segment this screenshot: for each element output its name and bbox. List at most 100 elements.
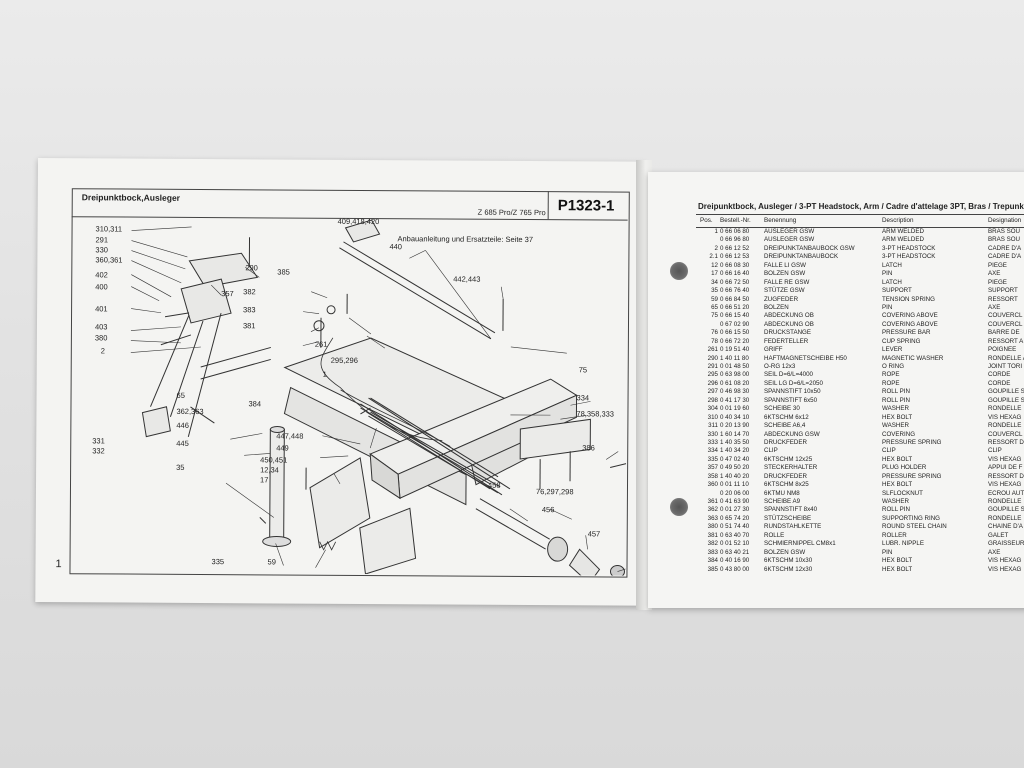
cell-pos: 290 bbox=[707, 354, 718, 362]
cell-order-number: 0 66 08 30 bbox=[720, 261, 750, 269]
cell-pos: 2 bbox=[714, 244, 718, 252]
callout: 59 bbox=[267, 557, 276, 567]
cell-description-en: COVERING ABOVE bbox=[882, 312, 938, 320]
cell-pos: 12 bbox=[711, 261, 718, 269]
cell-pos: 360 bbox=[707, 481, 718, 489]
cell-pos: 362 bbox=[707, 506, 718, 514]
cell-designation-fr: CADRE D'A bbox=[988, 244, 1022, 252]
callout: 381 bbox=[242, 321, 256, 331]
cell-description-en: PLUG HOLDER bbox=[882, 464, 927, 472]
cell-pos: 298 bbox=[707, 396, 718, 404]
table-row: 0 66 96 80 AUSLEGER GSW ARM WELDED BRAS SOU bbox=[696, 236, 1024, 244]
cell-order-number: 0 46 98 30 bbox=[720, 388, 750, 396]
cell-designation-fr: COUVERCL bbox=[988, 430, 1023, 438]
cell-order-number: 0 41 63 90 bbox=[720, 498, 750, 505]
cell-order-number: 0 66 76 40 bbox=[720, 287, 750, 295]
cell-order-number: 1 40 40 20 bbox=[720, 472, 750, 480]
cell-name-de: 6KTMU NM8 bbox=[764, 489, 800, 497]
cell-designation-fr: RESSORT bbox=[988, 295, 1018, 303]
cell-designation-fr: VIS HEXAG bbox=[988, 557, 1022, 565]
cell-designation-fr: CLIP bbox=[988, 447, 1002, 455]
cell-name-de: 6KTSCHM 12x25 bbox=[764, 455, 813, 463]
cell-description-en: ARM WELDED bbox=[882, 236, 924, 244]
cell-designation-fr: RONDELLE bbox=[988, 405, 1022, 413]
cell-pos: 75 bbox=[711, 312, 718, 320]
col-description-en: Description bbox=[882, 217, 914, 224]
cell-name-de: STÜTZSCHEIBE bbox=[764, 514, 812, 522]
cell-designation-fr: CORDE bbox=[988, 379, 1011, 387]
cell-name-de: AUSLEGER GSW bbox=[764, 236, 815, 244]
cell-description-en: COVERING ABOVE bbox=[882, 320, 938, 328]
callout: 445 bbox=[176, 438, 189, 448]
cell-pos: 380 bbox=[707, 523, 718, 531]
cell-description-en: ROLL PIN bbox=[882, 396, 910, 404]
cell-designation-fr: RONDELLE bbox=[988, 422, 1022, 430]
cell-pos: 295 bbox=[707, 371, 718, 379]
callout: 76,297,298 bbox=[535, 487, 574, 497]
callout: 447,448 bbox=[276, 431, 304, 441]
cell-pos: 385 bbox=[707, 565, 718, 573]
callout: 357 bbox=[221, 289, 234, 299]
cell-name-de: FALLE LI GSW bbox=[764, 261, 806, 269]
cell-name-de: SCHEIBE A9 bbox=[764, 498, 801, 505]
cell-order-number: 0 20 06 00 bbox=[720, 489, 750, 497]
cell-order-number: 0 01 48 50 bbox=[720, 363, 750, 370]
cell-name-de: ROLLE bbox=[764, 531, 785, 539]
cell-description-en: PRESSURE BAR bbox=[882, 329, 931, 337]
cell-order-number: 1 60 14 70 bbox=[720, 430, 750, 438]
callout: 12,34 bbox=[260, 465, 279, 475]
cell-order-number: 0 66 72 50 bbox=[720, 278, 750, 286]
cell-pos: 358 bbox=[707, 472, 718, 480]
callout: 446 bbox=[176, 420, 189, 430]
callout: 456 bbox=[541, 505, 555, 515]
cell-order-number: 0 66 96 80 bbox=[720, 236, 750, 244]
cell-pos: 2.1 bbox=[709, 253, 718, 261]
cell-designation-fr: RESSORT A bbox=[988, 337, 1024, 345]
callout: 261 bbox=[314, 339, 328, 349]
callout: 384 bbox=[248, 399, 262, 409]
callout: 291 bbox=[95, 235, 109, 245]
cell-description-en: WASHER bbox=[882, 498, 909, 505]
cell-order-number: 0 66 06 80 bbox=[720, 228, 750, 235]
cell-name-de: 6KTSCHM 10x30 bbox=[764, 557, 813, 565]
cell-description-en: HEX BOLT bbox=[882, 413, 913, 421]
cell-description-en: LATCH bbox=[882, 261, 902, 269]
cell-pos: 311 bbox=[708, 422, 718, 430]
exploded-parts-diagram bbox=[130, 219, 628, 576]
cell-name-de: BOLZEN GSW bbox=[764, 270, 806, 278]
cell-order-number: 0 66 12 52 bbox=[720, 244, 750, 252]
callout: 2 bbox=[100, 346, 106, 356]
cell-description-en: ROLL PIN bbox=[882, 506, 910, 514]
cell-description-en: MAGNETIC WASHER bbox=[882, 354, 944, 362]
cell-description-en: 3-PT HEADSTOCK bbox=[882, 244, 936, 252]
cell-pos: 363 bbox=[707, 514, 718, 522]
cell-pos: 76 bbox=[711, 329, 718, 337]
cell-description-en: PRESSURE SPRING bbox=[882, 472, 942, 480]
cell-designation-fr: BRAS SOU bbox=[988, 236, 1020, 244]
callout: 382 bbox=[243, 287, 256, 297]
cell-pos: 330 bbox=[707, 430, 718, 438]
cell-name-de: HAFTMAGNETSCHEIBE H50 bbox=[764, 354, 847, 362]
callout: 450,451 bbox=[260, 455, 288, 465]
cell-description-en: HEX BOLT bbox=[882, 481, 913, 489]
cell-designation-fr: GOUPILLE S bbox=[988, 396, 1024, 404]
cell-pos: 261 bbox=[707, 346, 718, 354]
cell-designation-fr: CHAINE D'A bbox=[988, 523, 1023, 531]
cell-designation-fr: RESSORT D bbox=[988, 472, 1024, 480]
cell-pos: 357 bbox=[707, 464, 718, 472]
parts-list-title: Dreipunktbock, Ausleger / 3-PT Headstock… bbox=[698, 202, 1024, 211]
binder-hole-bottom bbox=[670, 498, 688, 516]
cell-order-number: 0 01 27 30 bbox=[720, 506, 750, 514]
cell-pos: 65 bbox=[711, 303, 718, 311]
